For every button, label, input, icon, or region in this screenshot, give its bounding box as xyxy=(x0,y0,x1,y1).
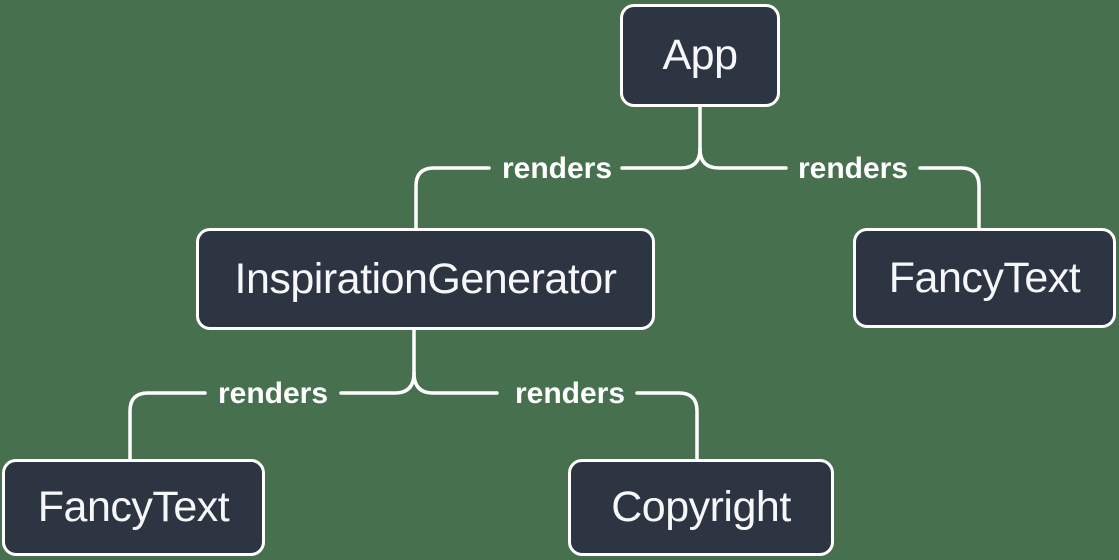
node-fancy-text-right: FancyText xyxy=(853,228,1116,328)
node-app-label: App xyxy=(662,31,738,79)
node-app: App xyxy=(620,4,780,107)
edge-label-inspirationgenerator-fancytext: renders xyxy=(217,377,329,410)
node-fancy-text-left-label: FancyText xyxy=(37,483,230,531)
edge-app-to-fancytext-drop-line xyxy=(918,166,981,231)
edge-inspirationgenerator-to-copyright-drop-line xyxy=(635,391,699,462)
edge-inspirationgenerator-to-copyright-line xyxy=(412,371,499,395)
edge-label-app-inspirationgenerator: renders xyxy=(501,152,613,185)
node-inspiration-generator: InspirationGenerator xyxy=(196,228,655,330)
node-fancy-text-left: FancyText xyxy=(2,459,265,556)
edge-label-inspirationgenerator-copyright: renders xyxy=(514,377,626,410)
edge-app-to-fancytext-line xyxy=(698,147,788,170)
node-copyright-label: Copyright xyxy=(611,483,791,531)
edge-label-app-fancytext: renders xyxy=(797,152,909,185)
node-inspiration-generator-label: InspirationGenerator xyxy=(234,254,618,303)
node-fancy-text-right-label: FancyText xyxy=(888,253,1081,302)
edge-app-to-inspirationgenerator-line xyxy=(620,147,702,170)
node-copyright: Copyright xyxy=(568,459,834,556)
edge-app-to-inspirationgenerator-drop-line xyxy=(414,166,491,231)
edge-inspirationgenerator-to-fancytext-drop-line xyxy=(128,391,207,462)
edge-inspirationgenerator-to-fancytext-line xyxy=(339,371,416,395)
